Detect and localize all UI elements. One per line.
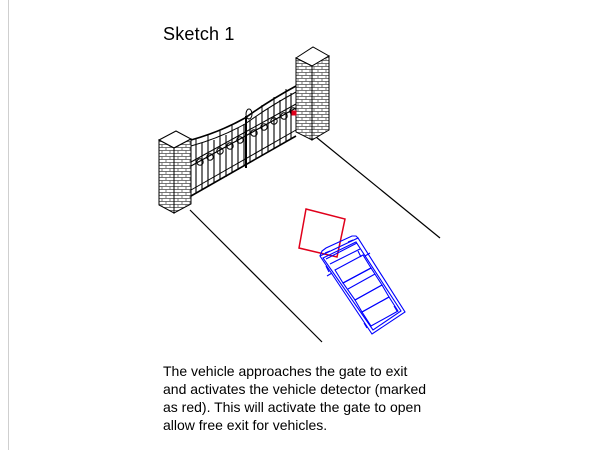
vehicle-detector-loop — [298, 208, 346, 258]
left-gate-pillar — [157, 130, 193, 214]
exiting-vehicle — [319, 235, 406, 335]
sketch-title: Sketch 1 — [163, 24, 235, 44]
caption-line: as red). This will activate the gate to … — [163, 399, 422, 415]
caption-line: The vehicle approaches the gate to exit — [163, 363, 408, 379]
page-margin-rule — [8, 0, 9, 450]
right-gate-pillar — [294, 46, 331, 141]
caption-line: and activates the vehicle detector (mark… — [163, 381, 427, 397]
driveway-lines — [189, 136, 441, 343]
caption-line: allow free exit for vehicles. — [163, 417, 328, 433]
sketch-caption: The vehicle approaches the gate to exit … — [163, 362, 463, 434]
iron-gate — [190, 85, 297, 197]
